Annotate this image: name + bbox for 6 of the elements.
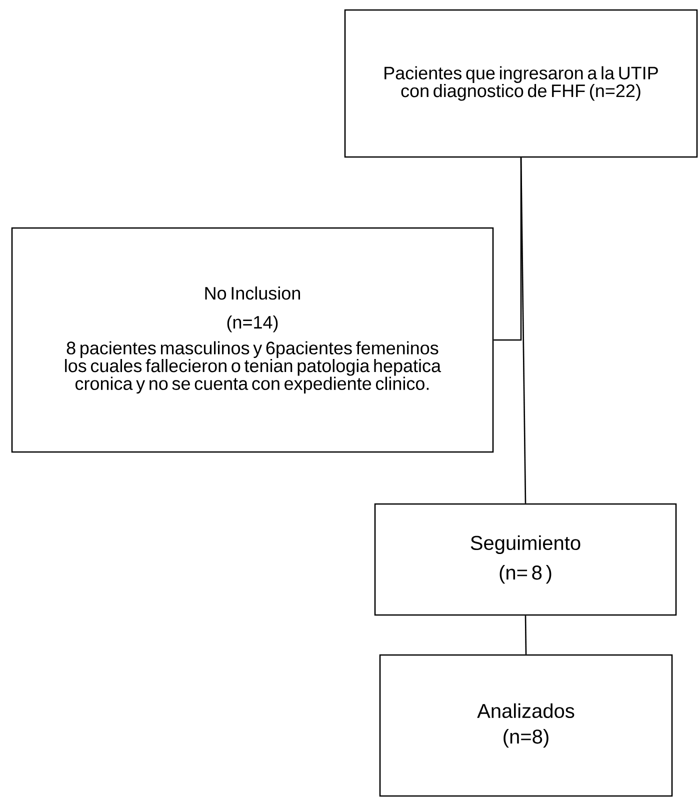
process-box: Pacientes que ingresaron a la UTIP con diagnostico de FHF (n=22) xyxy=(344,9,698,158)
process-box: No Inclusion (n=14) 8 pacientes masculinos y 6pacientes femeninos los cuales fallecieron o tenian patologia hepatica cronica y no se cuenta con expediente clinico. xyxy=(11,227,494,453)
process-box: Analizados (n=8) xyxy=(379,654,673,797)
connector-line xyxy=(494,158,522,341)
connector-line xyxy=(524,616,527,654)
process-box: Seguimiento (n= 8 ) xyxy=(374,503,677,616)
